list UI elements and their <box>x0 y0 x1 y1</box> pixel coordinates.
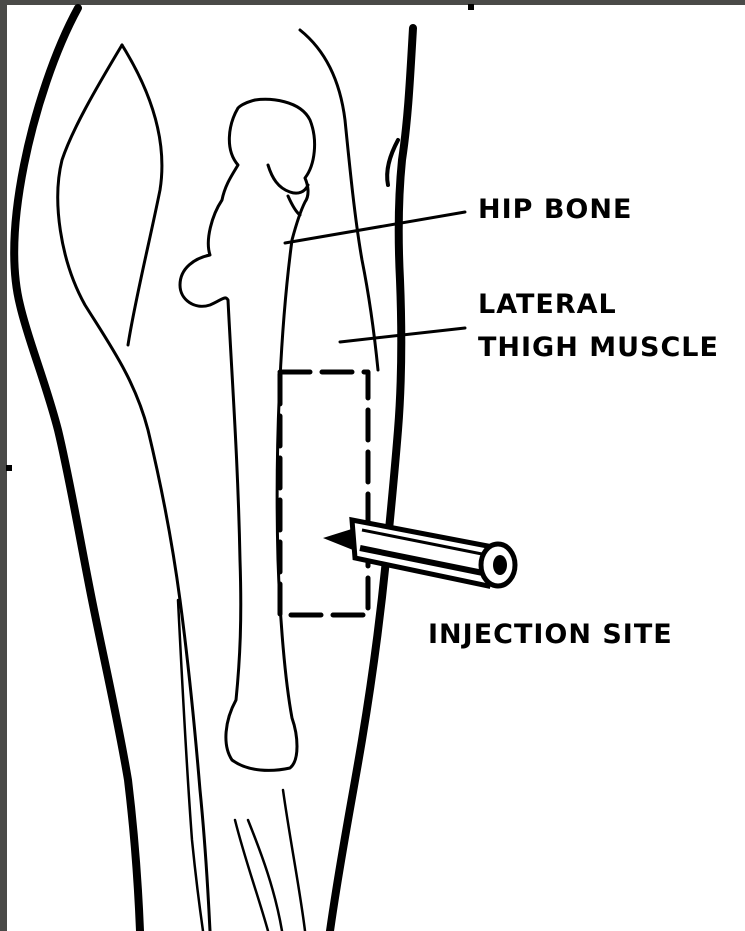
frame-tick-top <box>468 4 474 10</box>
paper-background <box>7 5 745 931</box>
injection-site-label: INJECTION SITE <box>428 614 673 656</box>
lateral-muscle-label-line2: THIGH MUSCLE <box>478 327 719 369</box>
lateral-muscle-label-line1: LATERAL <box>478 284 617 326</box>
hip-bone-label: HIP BONE <box>478 189 632 231</box>
frame-tick-left <box>6 465 12 471</box>
